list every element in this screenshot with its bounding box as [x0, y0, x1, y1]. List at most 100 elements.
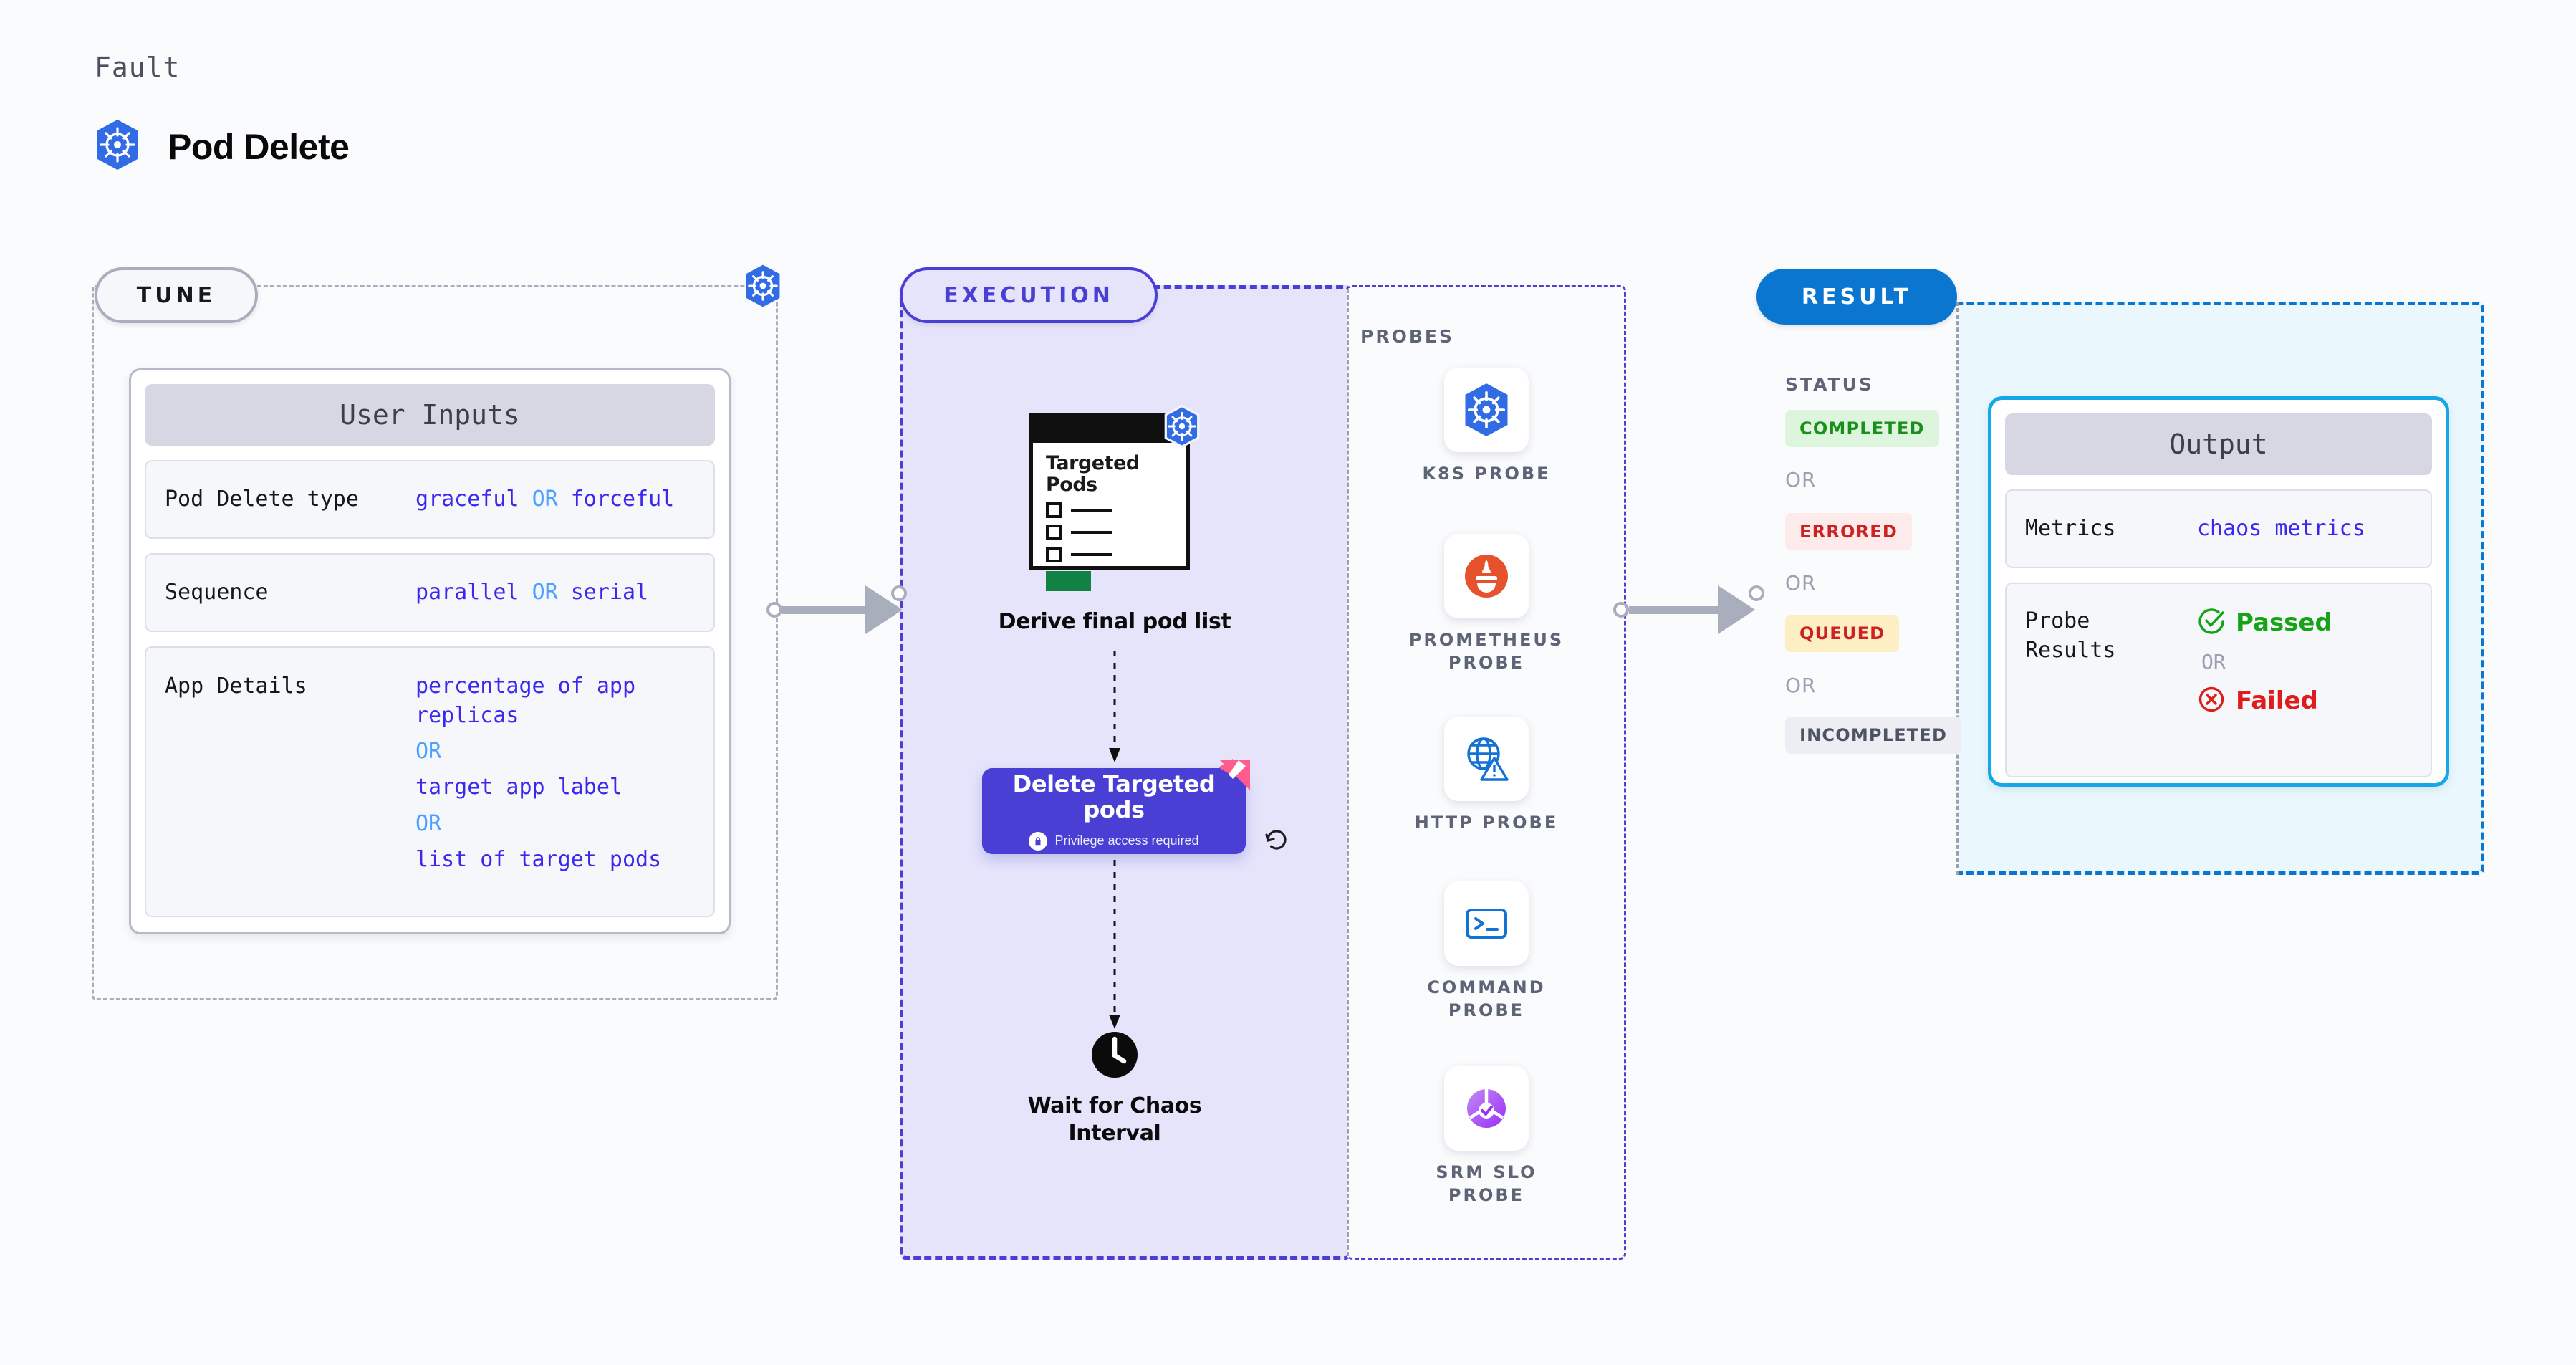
- card-body: Targeted Pods: [1033, 443, 1186, 592]
- x-circle-icon: [2197, 685, 2226, 717]
- delete-node-title-line2: pods: [1083, 796, 1145, 823]
- connector-start-dot: [766, 602, 782, 618]
- probe-label: COMMAND PROBE: [1427, 977, 1546, 1021]
- output-card: Output Metrics chaos metrics Probe Resul…: [1988, 396, 2449, 787]
- app-details-option: list of target pods: [415, 846, 662, 872]
- harness-logo-icon: [1217, 756, 1254, 797]
- line-placeholder: [1071, 509, 1112, 512]
- table-row: Sequence parallel OR serial: [145, 553, 715, 632]
- execution-section-pill[interactable]: EXECUTION: [900, 267, 1158, 323]
- probe-srm-slo[interactable]: SRM SLO PROBE: [1404, 1066, 1569, 1207]
- privilege-note-text: Privilege access required: [1054, 833, 1199, 848]
- fault-eyebrow-label: Fault: [95, 52, 181, 83]
- clock-icon: [1090, 1030, 1140, 1083]
- user-inputs-card-title: User Inputs: [145, 384, 715, 446]
- probe-results-key: Probe Results: [2025, 608, 2116, 663]
- flow-arrow-down: [1109, 860, 1120, 1029]
- metrics-row: Metrics chaos metrics: [2005, 489, 2432, 568]
- list-item: [1046, 547, 1186, 563]
- connector-end-dot: [1749, 585, 1764, 601]
- probe-command[interactable]: COMMAND PROBE: [1404, 881, 1569, 1022]
- probe-label: HTTP PROBE: [1414, 813, 1559, 833]
- probe-results-values: Passed OR Failed: [2197, 607, 2332, 717]
- globe-warning-icon: [1444, 717, 1529, 801]
- card-titlebar: [1033, 417, 1186, 443]
- app-details-row: App Details percentage of app replicas O…: [145, 646, 715, 917]
- status-or-separator: OR: [1785, 468, 1817, 492]
- line-placeholder: [1071, 553, 1112, 557]
- app-details-or: OR: [415, 739, 442, 764]
- prometheus-icon: [1444, 534, 1529, 618]
- status-heading: STATUS: [1785, 374, 1874, 395]
- probe-k8s[interactable]: K8S PROBE: [1404, 368, 1569, 485]
- connector-line: [782, 605, 868, 614]
- app-details-key: App Details: [165, 674, 307, 699]
- passed-label: Passed: [2236, 608, 2332, 637]
- app-details-option: percentage of app replicas: [415, 674, 636, 728]
- output-card-title: Output: [2005, 413, 2432, 475]
- probe-prometheus[interactable]: PROMETHEUS PROBE: [1404, 534, 1569, 675]
- fault-title-row: Pod Delete: [93, 118, 350, 175]
- probes-section-title: PROBES: [1360, 326, 1454, 347]
- user-inputs-card: User Inputs Pod Delete type graceful OR …: [129, 368, 731, 934]
- status-badge: ERRORED: [1785, 513, 1912, 550]
- probe-result-passed: Passed: [2197, 607, 2332, 638]
- pod-delete-type-key: Pod Delete type: [165, 486, 359, 512]
- status-badge: COMPLETED: [1785, 410, 1939, 447]
- sequence-value: parallel OR serial: [415, 579, 649, 605]
- metrics-key: Metrics: [2025, 515, 2116, 541]
- connector-execution-to-result: [1613, 585, 1764, 634]
- table-row: Pod Delete type graceful OR forceful: [145, 460, 715, 539]
- checkbox-icon: [1046, 547, 1062, 563]
- probe-result-failed: Failed: [2197, 685, 2332, 717]
- connector-result-inlet-dot: [1749, 585, 1764, 601]
- kubernetes-icon: [1444, 368, 1529, 452]
- targeted-pods-card: Targeted Pods: [1029, 413, 1190, 592]
- targeted-pods-title-line1: Targeted: [1046, 452, 1140, 474]
- probe-label: SRM SLO PROBE: [1436, 1162, 1537, 1206]
- retry-loop-icon: [1261, 824, 1292, 859]
- connector-execution-inlet-dot: [891, 585, 907, 601]
- app-details-or: OR: [415, 810, 442, 836]
- wait-caption-line1: Wait for Chaos: [1027, 1093, 1202, 1119]
- probe-result-or: OR: [2201, 650, 2226, 674]
- app-details-option: target app label: [415, 775, 623, 800]
- probe-http[interactable]: HTTP PROBE: [1404, 717, 1569, 834]
- status-badge: INCOMPLETED: [1785, 717, 1962, 754]
- wait-caption-line2: Interval: [1068, 1120, 1161, 1146]
- app-details-options: percentage of app replicas OR target app…: [415, 672, 661, 874]
- page-title: Pod Delete: [168, 126, 350, 167]
- probes-section-divider: [1347, 289, 1349, 1256]
- terminal-icon: [1444, 881, 1529, 966]
- list-item: [1046, 502, 1186, 519]
- wait-for-chaos-interval-caption: Wait for Chaos Interval: [957, 1093, 1272, 1147]
- result-status-column: [1756, 302, 1959, 875]
- check-circle-icon: [2197, 607, 2226, 638]
- line-placeholder: [1071, 531, 1112, 535]
- connector-start-dot: [1613, 602, 1629, 618]
- sequence-key: Sequence: [165, 579, 269, 605]
- kubernetes-icon: [1162, 404, 1202, 451]
- status-bar-green: [1046, 571, 1091, 592]
- kubernetes-icon: [93, 118, 142, 175]
- slo-gauge-icon: [1444, 1066, 1529, 1151]
- tune-section-pill[interactable]: TUNE: [95, 267, 258, 323]
- kubernetes-icon: [742, 264, 784, 312]
- delete-targeted-pods-node[interactable]: Delete Targeted pods Privilege access re…: [982, 768, 1246, 854]
- connector-tune-to-execution: [766, 585, 910, 634]
- checkbox-icon: [1046, 502, 1062, 519]
- checkbox-icon: [1046, 525, 1062, 541]
- connector-end-dot: [891, 585, 907, 601]
- pod-delete-type-value: graceful OR forceful: [415, 486, 675, 512]
- delete-node-title-line1: Delete Targeted: [1012, 770, 1216, 798]
- lock-icon: [1029, 831, 1048, 851]
- probe-label: PROMETHEUS PROBE: [1408, 630, 1565, 674]
- failed-label: Failed: [2236, 686, 2318, 715]
- result-section-pill[interactable]: RESULT: [1756, 269, 1957, 325]
- metrics-value: chaos metrics: [2197, 515, 2365, 541]
- status-or-separator: OR: [1785, 674, 1817, 697]
- derive-final-pod-list-caption: Derive final pod list: [998, 609, 1231, 634]
- list-item: [1046, 525, 1186, 541]
- probe-label: K8S PROBE: [1422, 464, 1551, 484]
